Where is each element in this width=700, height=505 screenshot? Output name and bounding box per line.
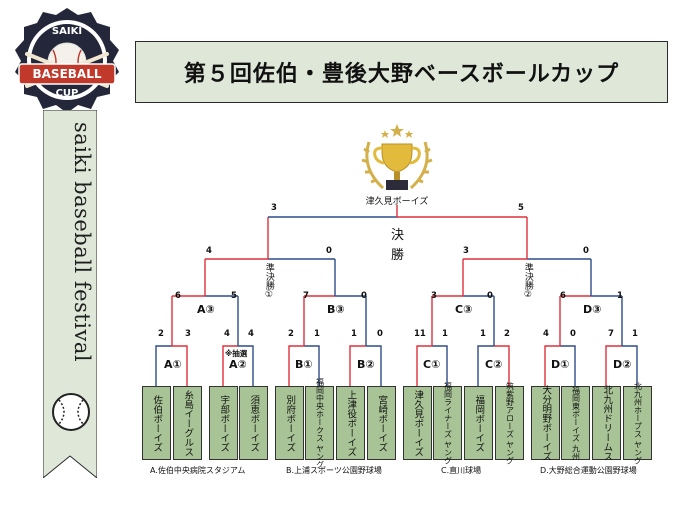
semi-left-score-right: 0 <box>326 246 332 256</box>
match-C3-score-left: 3 <box>431 291 437 301</box>
logo-bottom-text: CUP <box>55 88 79 99</box>
match-D1-score-right: 0 <box>570 329 576 339</box>
match-A1-score-left: 2 <box>158 329 164 339</box>
match-C2-label: C② <box>485 358 503 371</box>
team-name: 別府ボーイズ <box>284 394 296 452</box>
final-score-right: 5 <box>518 203 524 213</box>
match-B1-label: B① <box>295 358 313 371</box>
final-label-1: 決 <box>391 228 405 243</box>
venue-a: A.佐伯中央病院スタジアム <box>150 466 246 475</box>
match-C1-score-right: 1 <box>442 329 448 339</box>
ribbon-banner <box>42 109 98 480</box>
semi-right-score-right: 0 <box>583 246 589 256</box>
match-C1-score-left: 11 <box>414 329 426 339</box>
match-A2-label: A② <box>229 358 247 371</box>
trophy-icon <box>355 122 439 196</box>
team-name: 福岡東ボーイズ 九州 <box>571 385 581 461</box>
match-B2-label: B② <box>357 358 375 371</box>
match-A2-note: ※抽選 <box>225 349 248 358</box>
match-B1-score-left: 2 <box>288 329 294 339</box>
match-D2-score-left: 7 <box>608 329 614 339</box>
team-box: 須恵ボーイズ <box>239 386 268 460</box>
match-A1-score-right: 3 <box>185 329 191 339</box>
team-box: 別府ボーイズ <box>275 386 304 460</box>
baseball-icon <box>51 392 91 432</box>
team-name: 北九州ドリームス <box>601 385 613 461</box>
team-box: 福岡ボーイズ <box>464 386 493 460</box>
match-B3-score-right: 0 <box>361 291 367 301</box>
team-box: 糸島イーグルス <box>173 386 202 460</box>
match-B1-score-right: 1 <box>314 329 320 339</box>
match-C2-score-right: 2 <box>504 329 510 339</box>
team-name: 大分明野ボーイズ <box>540 385 552 461</box>
venue-c: C.直川球場 <box>441 466 482 475</box>
logo-main-text: BASEBALL <box>32 67 102 81</box>
match-D3-label: D③ <box>583 303 602 316</box>
match-B3-score-left: 7 <box>303 291 309 301</box>
team-name: 宇部ボーイズ <box>218 394 230 452</box>
team-box: 北九州ホープス ヤング <box>623 382 652 464</box>
semi-right-score-left: 3 <box>463 246 469 256</box>
match-D2-label: D② <box>613 358 632 371</box>
team-name: 津久見ボーイズ <box>412 389 424 457</box>
match-A2-score-right: 4 <box>248 329 254 339</box>
baseball-cup-logo: SAIKI BASEBALL CUP <box>8 6 126 114</box>
match-C3-label: C③ <box>455 303 473 316</box>
team-name: 北九州ホープス ヤング <box>633 381 643 465</box>
venue-d: D.大野総合運動公園野球場 <box>540 466 637 475</box>
team-box: 津久見ボーイズ <box>403 386 432 460</box>
champion-name: 津久見ボーイズ <box>365 197 429 207</box>
page-title: 第５回佐伯・豊後大野ベースボールカップ <box>135 41 668 103</box>
team-name: 上津役ボーイズ <box>345 389 357 457</box>
match-B3-label: B③ <box>327 303 345 316</box>
team-box: 上津役ボーイズ <box>336 386 365 460</box>
match-A3-label: A③ <box>197 303 215 316</box>
match-A3-score-right: 5 <box>231 291 237 301</box>
match-D1-label: D① <box>551 358 570 371</box>
team-name: 福岡ライナーズ ヤング <box>443 381 453 465</box>
team-box: 佐伯ボーイズ <box>142 386 171 460</box>
team-name: 佐伯ボーイズ <box>151 394 163 452</box>
match-B2-score-left: 1 <box>351 329 357 339</box>
venue-b: B.上浦スポーツ公園野球場 <box>286 466 382 475</box>
team-box: 福岡中央ホークス ヤング <box>305 378 334 468</box>
team-box: 福岡ライナーズ ヤング <box>433 382 462 464</box>
semi-left-score-left: 4 <box>206 246 212 256</box>
match-D3-score-right: 1 <box>617 291 623 301</box>
team-box: 福岡東ボーイズ 九州 <box>561 386 590 460</box>
match-A3-score-left: 6 <box>175 291 181 301</box>
team-box: 宇部ボーイズ <box>209 386 238 460</box>
team-name: 須恵ボーイズ <box>248 394 260 452</box>
match-C1-label: C① <box>423 358 441 371</box>
team-name: 福岡中央ホークス ヤング <box>315 377 325 469</box>
match-B2-score-right: 0 <box>377 329 383 339</box>
match-C3-score-right: 0 <box>487 291 493 301</box>
match-D2-score-right: 1 <box>632 329 638 339</box>
semi-right-label: 準決勝② <box>522 263 533 300</box>
final-label-2: 勝 <box>391 248 405 263</box>
match-D3-score-left: 6 <box>560 291 566 301</box>
team-name: 糸島イーグルス <box>182 389 194 457</box>
team-name: 宮崎ボーイズ <box>376 394 388 452</box>
match-D1-score-left: 4 <box>543 329 549 339</box>
team-box: 北九州ドリームス <box>592 385 621 461</box>
team-box: 大分明野ボーイズ <box>531 385 560 461</box>
match-C2-score-left: 1 <box>480 329 486 339</box>
team-box: 筑紫野アローズ ヤング <box>495 382 524 464</box>
final-score-left: 3 <box>271 203 277 213</box>
team-name: 福岡ボーイズ <box>473 394 485 452</box>
team-box: 宮崎ボーイズ <box>367 386 396 460</box>
match-A1-label: A① <box>164 358 182 371</box>
ribbon-text: saiki baseball festival <box>70 122 94 363</box>
team-name: 筑紫野アローズ ヤング <box>505 381 515 465</box>
logo-top-text: SAIKI <box>51 26 83 37</box>
match-A2-score-left: 4 <box>224 329 230 339</box>
semi-left-label: 準決勝① <box>263 263 274 300</box>
